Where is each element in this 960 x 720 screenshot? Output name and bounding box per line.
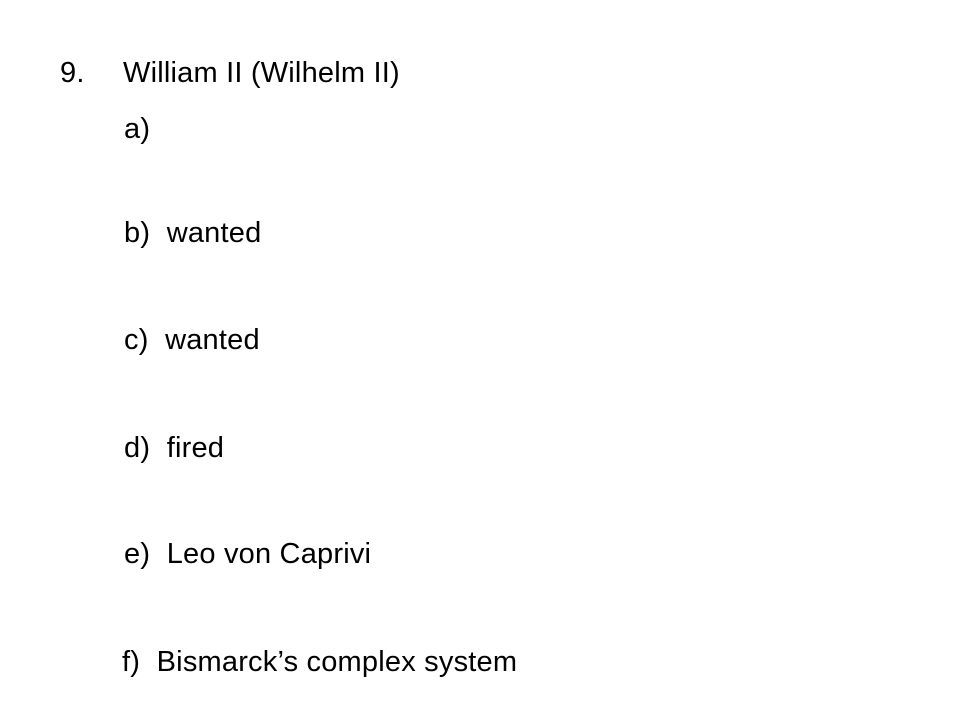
answer-item-e: e) Leo von Caprivi — [124, 538, 372, 570]
answer-item-d: d) fired — [124, 432, 225, 464]
answer-item-a: a) — [124, 113, 151, 145]
question-number: 9. — [60, 57, 85, 89]
question-title: William II (Wilhelm II) — [123, 57, 400, 89]
answer-item-f: f) Bismarck’s complex system — [122, 646, 518, 678]
answer-item-c: c) wanted — [124, 324, 260, 356]
answer-item-b: b) wanted — [124, 217, 262, 249]
